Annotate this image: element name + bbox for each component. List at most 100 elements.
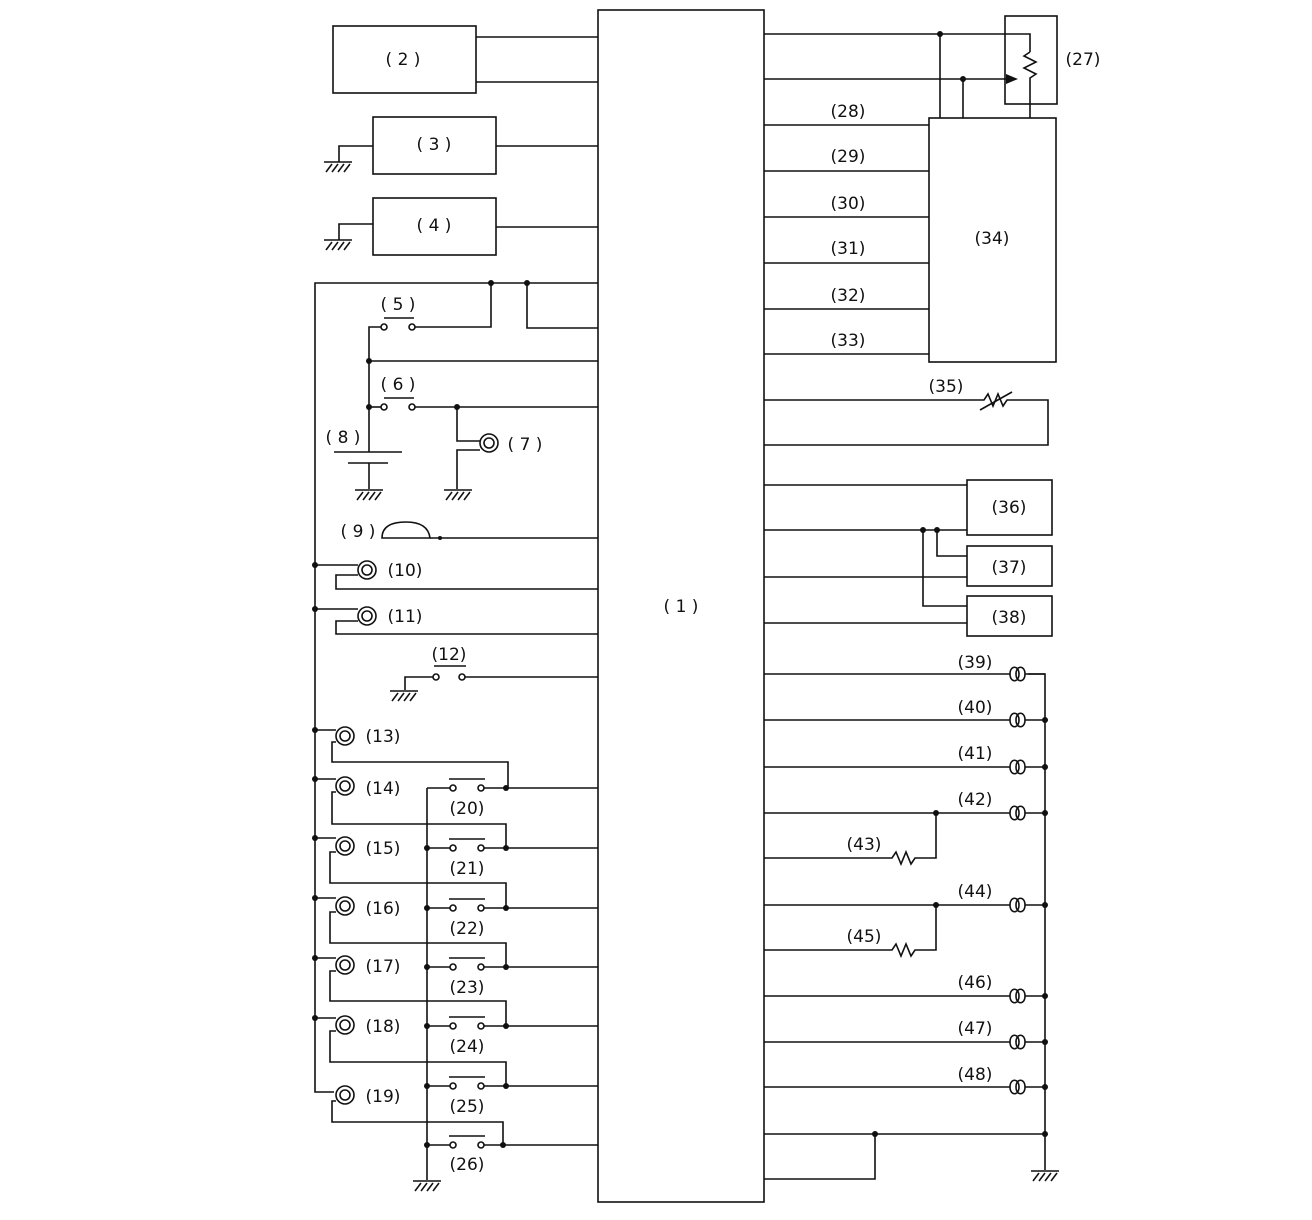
switch-12: (12) bbox=[390, 645, 598, 702]
component-34-label: (34) bbox=[975, 229, 1010, 249]
coil-bus-right bbox=[1028, 673, 1046, 1170]
resistor-45-label: (45) bbox=[847, 927, 882, 947]
solenoid-40: (40) bbox=[764, 698, 1048, 728]
component-4-label: ( 4 ) bbox=[417, 216, 452, 236]
component-2-label: ( 2 ) bbox=[386, 50, 421, 70]
switch-21-label: (21) bbox=[450, 859, 485, 879]
indicator-lamp-7: ( 7 ) bbox=[444, 404, 543, 501]
signal-line-33: (33) bbox=[764, 331, 929, 355]
solenoid-46-label: (46) bbox=[958, 973, 993, 993]
ground-symbol bbox=[390, 690, 418, 702]
solenoid-42-label: (42) bbox=[958, 790, 993, 810]
ground-symbol bbox=[444, 489, 472, 501]
switch-20: (20) bbox=[449, 778, 598, 819]
line-31-label: (31) bbox=[831, 239, 866, 259]
lamp-7-label: ( 7 ) bbox=[508, 435, 543, 455]
signal-line-29: (29) bbox=[764, 147, 929, 172]
switch-22-label: (22) bbox=[450, 919, 485, 939]
component-3-label: ( 3 ) bbox=[417, 135, 452, 155]
shared-line-36-38 bbox=[764, 527, 967, 624]
buzzer-9-label: ( 9 ) bbox=[341, 522, 376, 542]
resistor-45: (45) bbox=[764, 905, 937, 959]
component-3: ( 3 ) bbox=[324, 116, 598, 175]
solenoid-39-label: (39) bbox=[958, 653, 993, 673]
lamp-10: (10) bbox=[312, 560, 598, 590]
switch-21: (21) bbox=[424, 838, 598, 879]
resistor-43-label: (43) bbox=[847, 835, 882, 855]
battery-8-label: ( 8 ) bbox=[326, 428, 361, 448]
solenoid-41: (41) bbox=[764, 744, 1048, 775]
switch-ground-bus bbox=[413, 787, 450, 1192]
switch-25: (25) bbox=[424, 1076, 598, 1117]
line-32-label: (32) bbox=[831, 286, 866, 306]
lamp-15: (15) bbox=[312, 835, 507, 908]
solenoid-46: (46) bbox=[764, 973, 1048, 1004]
solenoid-44: (44) bbox=[764, 882, 1048, 913]
component-34: (34) bbox=[928, 117, 1057, 363]
ecu-label: ( 1 ) bbox=[664, 597, 699, 617]
lamp-13-label: (13) bbox=[366, 727, 401, 747]
line-30-label: (30) bbox=[831, 194, 866, 214]
switch-22: (22) bbox=[424, 898, 598, 939]
ground-symbol bbox=[413, 1180, 441, 1192]
switch-5-label: ( 5 ) bbox=[381, 295, 416, 315]
component-4: ( 4 ) bbox=[324, 197, 598, 256]
line-29-label: (29) bbox=[831, 147, 866, 167]
switch-24: (24) bbox=[424, 1016, 598, 1057]
switch-23-label: (23) bbox=[450, 978, 485, 998]
component-38-label: (38) bbox=[992, 608, 1027, 628]
solenoid-41-label: (41) bbox=[958, 744, 993, 764]
component-2: ( 2 ) bbox=[332, 25, 598, 94]
switch-23: (23) bbox=[424, 957, 598, 998]
lamp-17: (17) bbox=[312, 955, 507, 1026]
solenoid-47: (47) bbox=[764, 1019, 1048, 1050]
solenoid-40-label: (40) bbox=[958, 698, 993, 718]
solenoid-48: (48) bbox=[764, 1065, 1048, 1095]
switch-6-label: ( 6 ) bbox=[381, 375, 416, 395]
ground-symbol bbox=[1031, 1170, 1059, 1182]
signal-line-28: (28) bbox=[764, 102, 929, 126]
thermistor-35-label: (35) bbox=[929, 377, 964, 397]
component-37: (37) bbox=[764, 545, 1053, 587]
ground-symbol bbox=[355, 489, 383, 501]
component-37-label: (37) bbox=[992, 558, 1027, 578]
ground-symbol bbox=[324, 239, 352, 251]
left-power-bus bbox=[314, 280, 598, 1093]
switch-12-label: (12) bbox=[432, 645, 467, 665]
line-28-label: (28) bbox=[831, 102, 866, 122]
solenoid-47-label: (47) bbox=[958, 1019, 993, 1039]
signal-line-32: (32) bbox=[764, 286, 929, 310]
lamp-19: (19) bbox=[331, 1085, 504, 1145]
solenoid-48-label: (48) bbox=[958, 1065, 993, 1085]
switch-5: ( 5 ) bbox=[368, 283, 492, 407]
switch-6: ( 6 ) bbox=[366, 375, 598, 411]
lamp-18: (18) bbox=[312, 1015, 507, 1086]
component-38: (38) bbox=[966, 595, 1053, 637]
lamp-11: (11) bbox=[312, 606, 598, 635]
lamp-18-label: (18) bbox=[366, 1017, 401, 1037]
lamp-14-label: (14) bbox=[366, 779, 401, 799]
component-36-label: (36) bbox=[992, 498, 1027, 518]
potentiometer-27: (27) bbox=[764, 15, 1101, 135]
pot-27-label: (27) bbox=[1066, 50, 1101, 70]
right-ground-return bbox=[764, 1131, 1059, 1182]
solenoid-39: (39) bbox=[764, 653, 1045, 682]
signal-line-31: (31) bbox=[764, 239, 929, 264]
solenoid-44-label: (44) bbox=[958, 882, 993, 902]
signal-line-30: (30) bbox=[764, 194, 929, 218]
ground-symbol bbox=[324, 161, 352, 173]
solenoid-42: (42) bbox=[764, 790, 1048, 821]
lamp-14: (14) bbox=[312, 776, 507, 848]
switch-26-label: (26) bbox=[450, 1155, 485, 1175]
lamp-10-label: (10) bbox=[388, 561, 423, 581]
battery-8: ( 8 ) bbox=[326, 407, 402, 501]
switch-20-label: (20) bbox=[450, 799, 485, 819]
switch-25-label: (25) bbox=[450, 1097, 485, 1117]
switch-24-label: (24) bbox=[450, 1037, 485, 1057]
resistor-43: (43) bbox=[764, 813, 937, 867]
ecu-unit: ( 1 ) bbox=[597, 9, 765, 1203]
lamp-11-label: (11) bbox=[388, 607, 423, 627]
lamp-15-label: (15) bbox=[366, 839, 401, 859]
lamp-13: (13) bbox=[312, 726, 509, 788]
